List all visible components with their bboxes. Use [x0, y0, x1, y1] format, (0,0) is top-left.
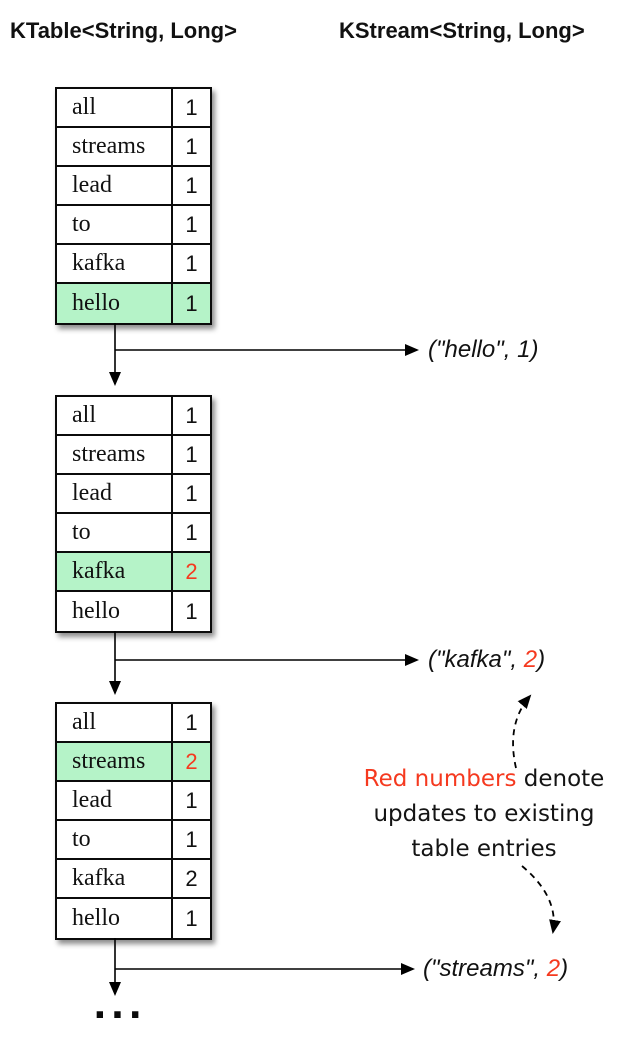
table-row: streams 1 [57, 436, 210, 475]
row-value: 1 [185, 905, 198, 931]
record-prefix: ("kafka", [428, 646, 524, 673]
row-value: 1 [185, 826, 198, 852]
record-prefix: ("streams", [423, 955, 547, 982]
table-row: lead 1 [57, 782, 210, 821]
row-key: kafka [57, 553, 173, 590]
row-key: to [57, 821, 173, 858]
table-row-highlighted: streams 2 [57, 743, 210, 782]
row-value: 1 [185, 519, 198, 545]
row-value: 1 [185, 598, 198, 624]
annotation-line-2: updates to existing [373, 801, 595, 827]
row-key: all [57, 89, 173, 126]
row-value: 2 [185, 748, 198, 774]
row-key: kafka [57, 860, 173, 897]
annotation-line-1: Red numbers denote [338, 762, 630, 797]
record-value: 2 [523, 646, 538, 673]
dashed-arrow-down [521, 865, 561, 934]
record-suffix: ) [560, 955, 569, 982]
stream-record-streams: ("streams", 2) [423, 955, 568, 983]
annotation-red-text: Red numbers [363, 766, 517, 792]
row-value: 1 [185, 787, 198, 813]
row-key: to [57, 514, 173, 551]
row-key: hello [57, 592, 173, 631]
row-value: 2 [185, 558, 198, 584]
record-prefix: ("hello", [428, 336, 518, 363]
row-value: 1 [185, 290, 198, 316]
table-row: hello 1 [57, 592, 210, 631]
row-key: streams [57, 743, 173, 780]
row-value: 1 [185, 402, 198, 428]
table-row: all 1 [57, 89, 210, 128]
row-value: 1 [185, 250, 198, 276]
table-row: hello 1 [57, 899, 210, 938]
dashed-arrow-up [512, 694, 532, 769]
record-value: 1 [517, 336, 531, 363]
row-key: lead [57, 475, 173, 512]
stream-record-kafka: ("kafka", 2) [428, 646, 545, 674]
row-key: streams [57, 436, 173, 473]
table-row: all 1 [57, 704, 210, 743]
table-row: kafka 2 [57, 860, 210, 899]
ktable-state-1: all 1 streams 1 lead 1 to 1 kafka 1 hell… [55, 87, 212, 325]
row-key: hello [57, 899, 173, 938]
row-value: 1 [185, 709, 198, 735]
ktable-header: KTable<String, Long> [10, 18, 237, 43]
row-value: 1 [185, 211, 198, 237]
row-key: lead [57, 782, 173, 819]
record-suffix: ) [537, 646, 546, 673]
annotation-line-3: table entries [411, 836, 557, 862]
row-value: 1 [185, 172, 198, 198]
table-row: to 1 [57, 821, 210, 860]
row-key: lead [57, 167, 173, 204]
row-value: 2 [185, 865, 198, 891]
ktable-state-3: all 1 streams 2 lead 1 to 1 kafka 2 hell… [55, 702, 212, 940]
table-row: kafka 1 [57, 245, 210, 284]
stream-record-hello: ("hello", 1) [428, 336, 538, 364]
annotation-text: denote [516, 766, 605, 792]
row-key: kafka [57, 245, 173, 282]
table-row: all 1 [57, 397, 210, 436]
table-row: lead 1 [57, 167, 210, 206]
table-row: to 1 [57, 206, 210, 245]
row-value: 1 [185, 94, 198, 120]
table-row: to 1 [57, 514, 210, 553]
table-row: streams 1 [57, 128, 210, 167]
ktable-state-2: all 1 streams 1 lead 1 to 1 kafka 2 hell… [55, 395, 212, 633]
red-numbers-annotation: Red numbers denote updates to existing t… [338, 762, 630, 867]
row-key: all [57, 704, 173, 741]
row-value: 1 [185, 133, 198, 159]
record-suffix: ) [530, 336, 539, 363]
table-row-highlighted: hello 1 [57, 284, 210, 323]
row-key: streams [57, 128, 173, 165]
continuation-ellipsis: ... [93, 986, 147, 1027]
table-row: lead 1 [57, 475, 210, 514]
row-value: 1 [185, 441, 198, 467]
table-row-highlighted: kafka 2 [57, 553, 210, 592]
row-key: all [57, 397, 173, 434]
record-value: 2 [546, 955, 561, 982]
row-value: 1 [185, 480, 198, 506]
row-key: to [57, 206, 173, 243]
row-key: hello [57, 284, 173, 323]
kstream-header: KStream<String, Long> [339, 18, 585, 43]
